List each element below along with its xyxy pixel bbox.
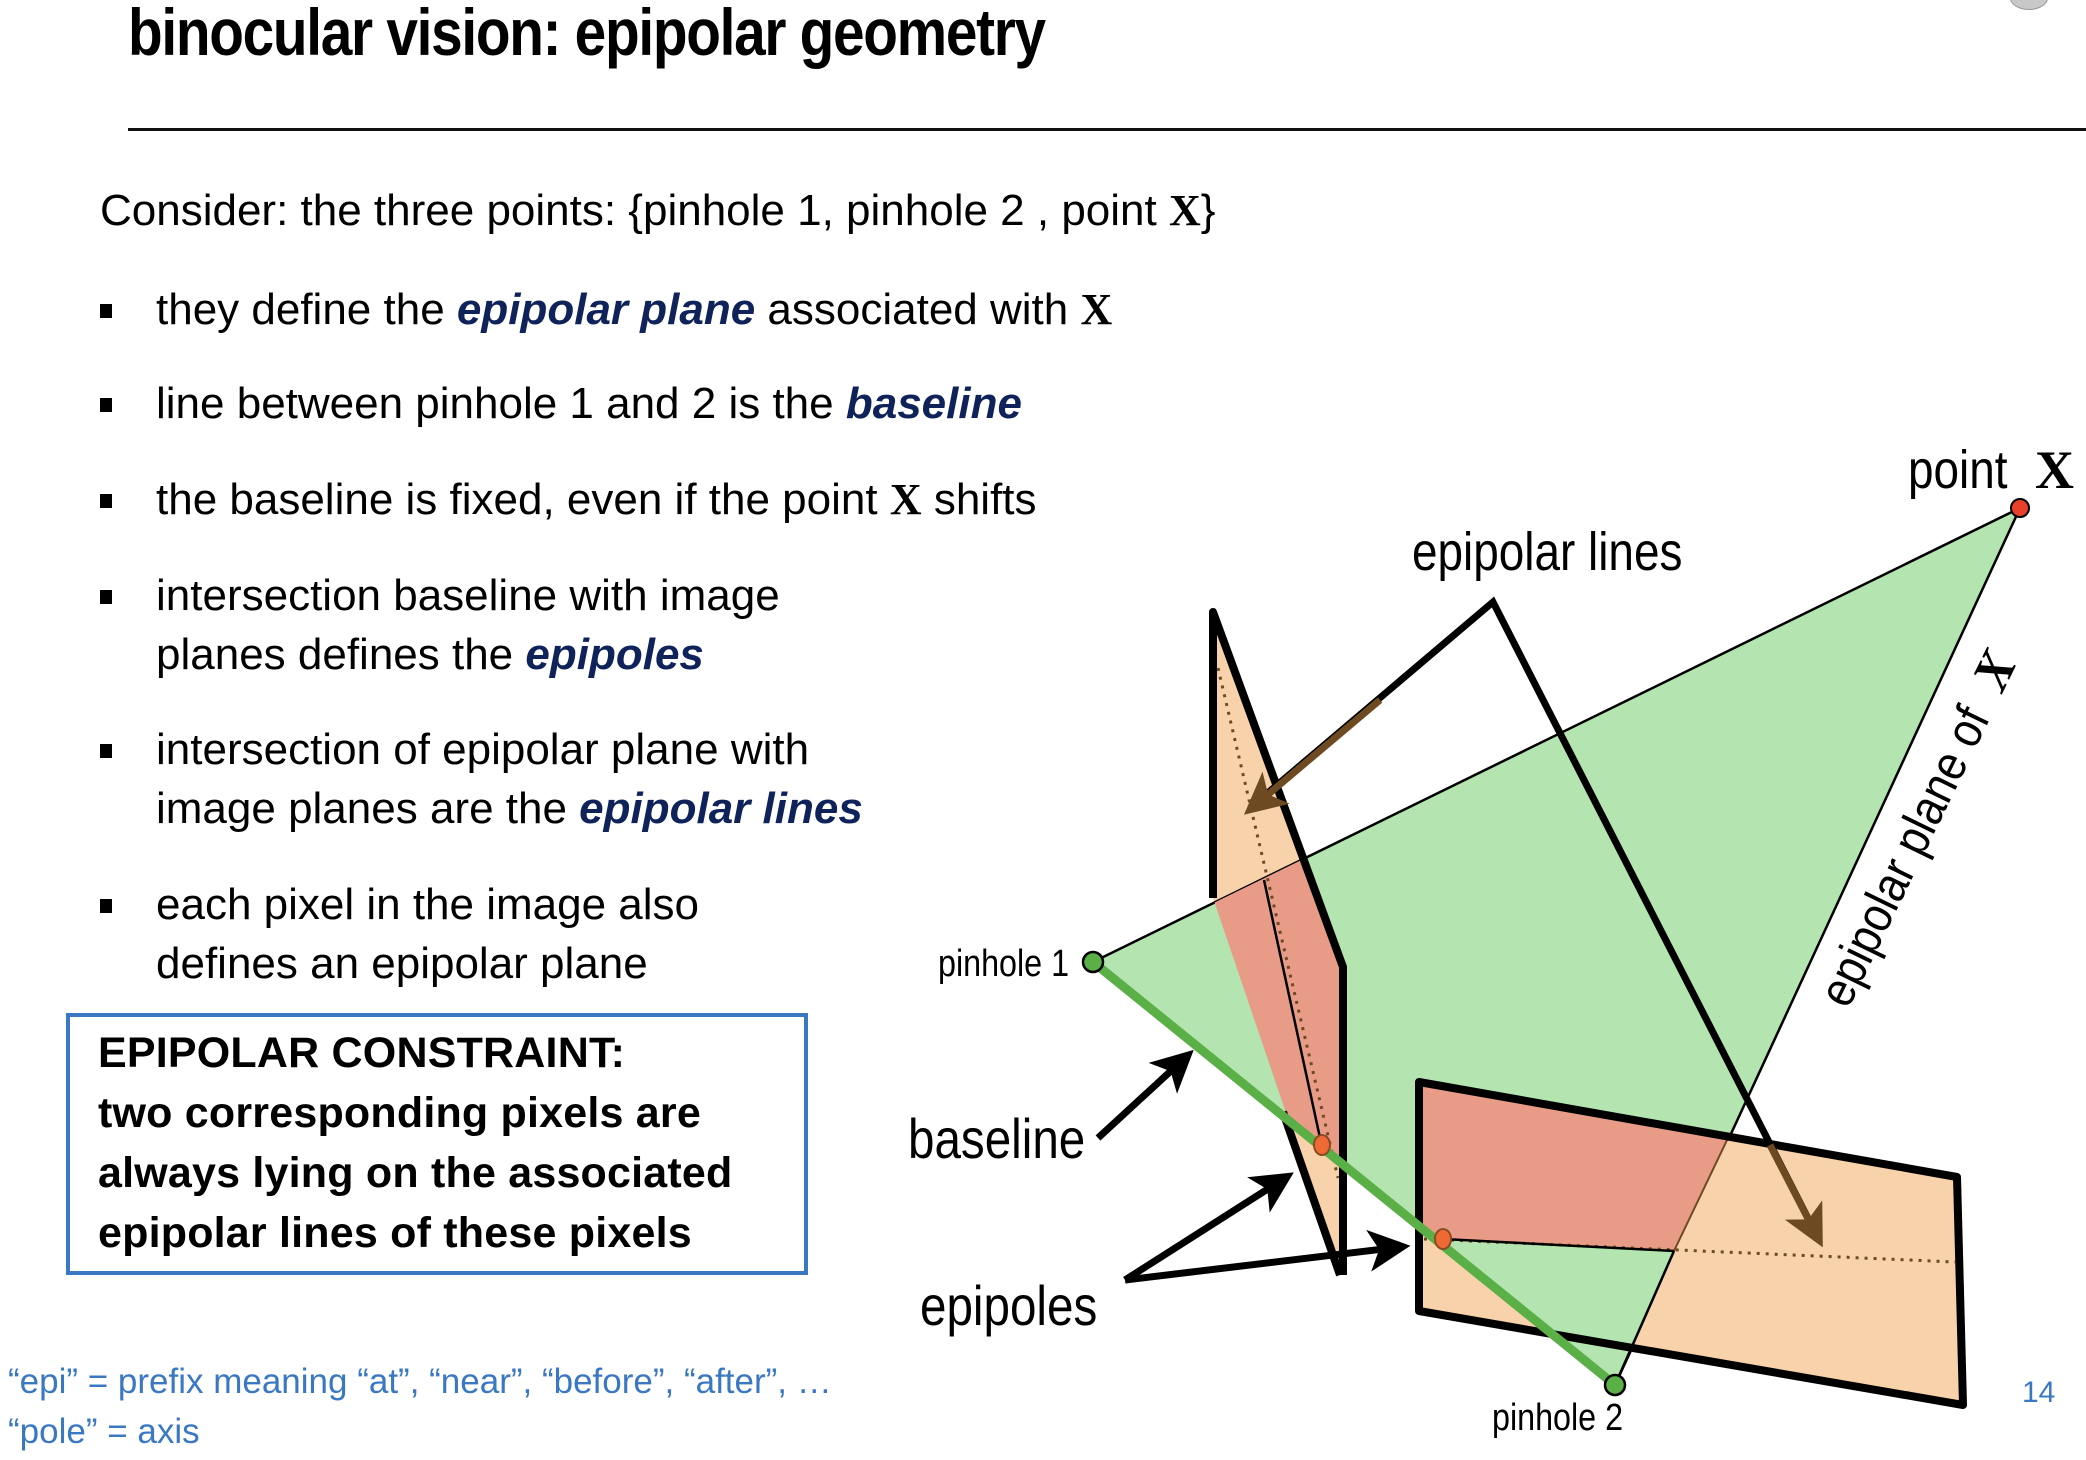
point-x-dot — [2010, 498, 2030, 518]
emphasized-term: epipoles — [525, 630, 704, 679]
epipolar-line-left-solid — [1262, 879, 1324, 1148]
baseline-arrow — [1095, 1049, 1194, 1141]
plane-edge — [1613, 1250, 1676, 1386]
bullet-text: each pixel in the image also defines an e… — [156, 875, 699, 993]
bullet-text: line between pinhole 1 and 2 is the base… — [156, 374, 1022, 433]
bullet-segment: each pixel in the image also — [156, 880, 699, 929]
plane-edge-hidden — [1673, 1137, 1729, 1252]
page-number: 14 — [2022, 1376, 2056, 1409]
bullet-segment: they define the — [156, 285, 457, 334]
bullet-line: planes defines the epipoles — [156, 625, 780, 684]
point-x-label: point — [1908, 440, 2008, 500]
bullet-segment: shifts — [921, 475, 1037, 524]
bullet-line: intersection baseline with image — [156, 566, 780, 625]
bullet-line: intersection of epipolar plane with — [156, 720, 863, 779]
bullet-line: defines an epipolar plane — [156, 934, 699, 993]
epipole-left — [1313, 1134, 1331, 1156]
bullet-segment: line between pinhole 1 and 2 is the — [156, 379, 846, 428]
bullet-marker-icon — [100, 744, 112, 758]
bullet-segment: defines an epipolar plane — [156, 939, 648, 988]
epipolar-plane-symbol: X — [1961, 642, 2029, 701]
epipoles-label: epipoles — [920, 1275, 1097, 1337]
constraint-line: two corresponding pixels are — [98, 1089, 701, 1137]
epipolar-lines-arrow-right — [1766, 1143, 1823, 1248]
bullet-segment: intersection baseline with image — [156, 571, 780, 620]
bullet-text: the baseline is fixed, even if the point… — [156, 470, 1037, 529]
emphasized-term: baseline — [845, 379, 1022, 428]
bullet-line: line between pinhole 1 and 2 is the base… — [156, 374, 1022, 433]
epipolar-lines-arrow-left — [1243, 697, 1383, 815]
constraint-heading: EPIPOLAR CONSTRAINT: — [98, 1029, 626, 1077]
bullet-line: each pixel in the image also — [156, 875, 699, 934]
epipolar-line-left — [1216, 667, 1340, 1179]
point-x-symbol: X — [2035, 440, 2074, 500]
bullet-segment: image planes are the — [156, 784, 580, 833]
bullet-segment: planes defines the — [156, 630, 526, 679]
right-image-plane-front — [1419, 1138, 1963, 1405]
bullet-marker-icon — [100, 304, 112, 318]
constraint-line: epipolar lines of these pixels — [98, 1209, 692, 1257]
bullet-marker-icon — [100, 590, 112, 604]
epipolar-lines-label: epipolar lines — [1412, 522, 1682, 582]
epipole-arrow-right — [1124, 1229, 1411, 1284]
bullet-text: intersection baseline with image planes d… — [156, 566, 780, 684]
bullet-marker-icon — [100, 494, 112, 508]
slide-title: binocular vision: epipolar geometry — [128, 0, 1046, 69]
bullet-marker-icon — [100, 398, 112, 412]
footnote-pole: “pole” = axis — [8, 1412, 200, 1451]
pinhole-2-dot — [1603, 1373, 1627, 1397]
symbol-x: X — [889, 475, 922, 524]
bullet-text: they define the epipolar plane associate… — [156, 280, 1112, 339]
bullet-segment: intersection of epipolar plane with — [156, 725, 810, 774]
epipolar-line-right-solid — [1442, 1237, 1675, 1253]
left-plane-outline — [1279, 1110, 1344, 1277]
epipole-right — [1434, 1228, 1452, 1250]
symbol-x: X — [1080, 285, 1113, 334]
epipolar-constraint-box: EPIPOLAR CONSTRAINT: two corresponding p… — [66, 1013, 808, 1275]
epipole-arrow-left — [1123, 1172, 1294, 1283]
intro-prefix: Consider: the three points: {pinhole 1, … — [100, 186, 1169, 235]
title-divider — [128, 128, 2086, 131]
emphasized-term: epipolar plane — [456, 285, 756, 334]
emphasized-term: epipolar lines — [579, 784, 863, 833]
bullet-text: intersection of epipolar plane with image… — [156, 720, 863, 838]
footnote-epi: “epi” = prefix meaning “at”, “near”, “be… — [8, 1362, 832, 1401]
bullet-segment: associated with — [755, 285, 1081, 334]
bullet-line: the baseline is fixed, even if the point… — [156, 470, 1037, 529]
intro-suffix: } — [1200, 186, 1216, 235]
intro-symbol: X — [1168, 186, 1201, 235]
bullet-segment: the baseline is fixed, even if the point — [156, 475, 890, 524]
bullet-line: image planes are the epipolar lines — [156, 779, 863, 838]
epipolar-line-right — [1423, 1237, 1956, 1264]
baseline-line — [1090, 958, 1618, 1389]
baseline-label: baseline — [908, 1108, 1085, 1170]
bullet-marker-icon — [100, 899, 112, 913]
pinhole-2-label: pinhole 2 — [1492, 1397, 1623, 1439]
pinhole-1-dot — [1081, 950, 1105, 974]
pinhole-1-label: pinhole 1 — [938, 943, 1069, 985]
constraint-line: always lying on the associated — [98, 1149, 733, 1197]
right-plane-outline — [1415, 1078, 1967, 1409]
bullet-line: they define the epipolar plane associate… — [156, 280, 1112, 339]
intro-text: Consider: the three points: {pinhole 1, … — [100, 185, 1215, 236]
